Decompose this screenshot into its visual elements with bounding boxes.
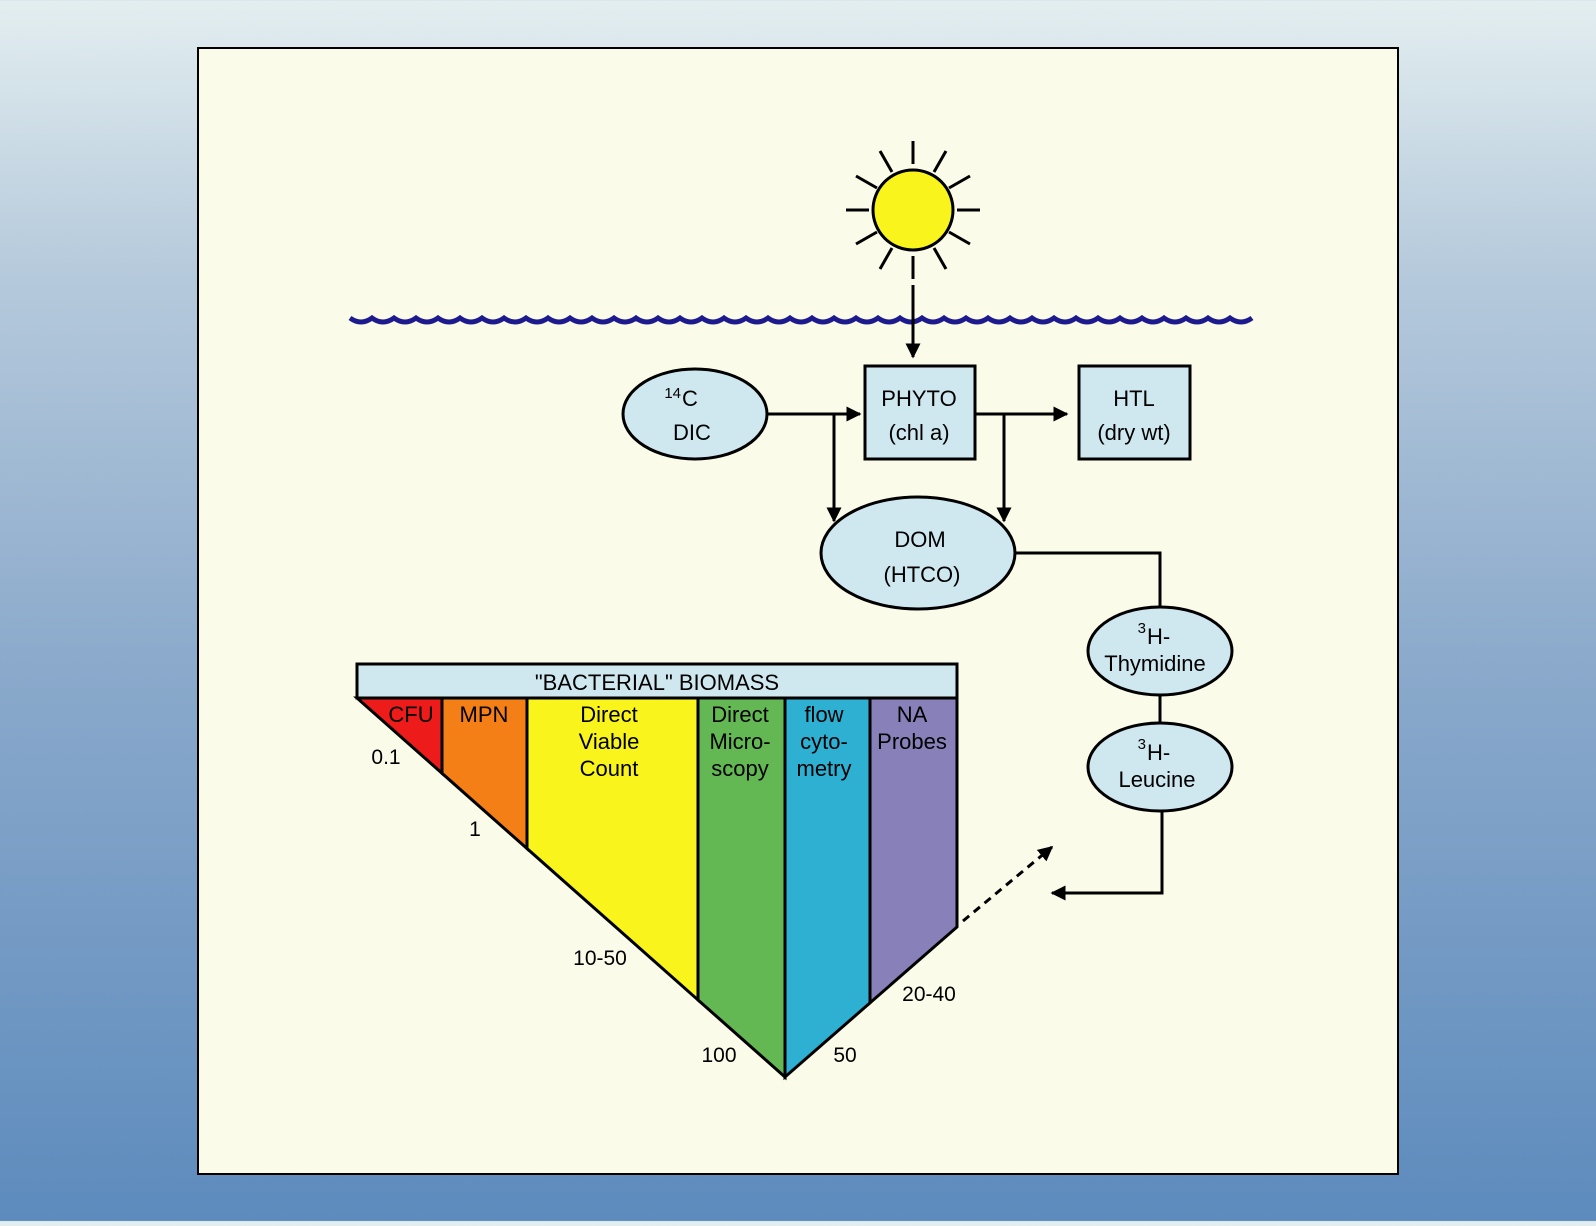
leucine-label-line1: H-	[1147, 740, 1170, 765]
dashed-extension-arrow	[962, 845, 1054, 923]
biomass-method-label: flow	[804, 702, 843, 727]
biomass-scale-label: 20-40	[902, 983, 956, 1006]
node-phyto: PHYTO (chl a)	[863, 364, 977, 461]
arrow-leucine-to-biomass	[1050, 811, 1164, 901]
flow-arrows	[768, 285, 1164, 923]
leucine-superscript: 3	[1138, 736, 1146, 753]
biomass-method-label: scopy	[711, 756, 768, 781]
thymidine-superscript: 3	[1138, 620, 1146, 637]
biomass-scale-label: 1	[469, 818, 481, 841]
phyto-label-line2: (chl a)	[888, 420, 949, 445]
sun-icon	[846, 141, 980, 279]
biomass-method-label: MPN	[460, 702, 509, 727]
node-dic: 14 C DIC	[621, 367, 769, 461]
node-htl: HTL (dry wt)	[1077, 364, 1192, 461]
node-dom: DOM (HTCO)	[819, 495, 1017, 611]
dic-superscript: 14	[664, 385, 681, 402]
dic-label-line2: DIC	[673, 420, 711, 445]
biomass-method-label: Micro-	[709, 729, 770, 754]
biomass-method-label: cyto-	[800, 729, 848, 754]
biomass-method-label: Direct	[711, 702, 768, 727]
dic-label-line1: C	[682, 386, 698, 411]
biomass-title: "BACTERIAL" BIOMASS	[535, 670, 779, 695]
node-leucine: 3 H- Leucine	[1086, 721, 1234, 813]
biomass-title-bar	[355, 662, 959, 700]
biomass-scale-label: 50	[833, 1044, 856, 1067]
biomass-scale-label: 10-50	[573, 947, 627, 970]
thymidine-label-line2: Thymidine	[1104, 651, 1205, 676]
phyto-label-line1: PHYTO	[881, 386, 956, 411]
biomass-scale-label: 0.1	[371, 746, 400, 769]
biomass-method-label: CFU	[388, 702, 433, 727]
leucine-label-line2: Leucine	[1118, 767, 1195, 792]
dom-label-line2: (HTCO)	[884, 562, 961, 587]
htl-label-line2: (dry wt)	[1097, 420, 1170, 445]
htl-label-line1: HTL	[1113, 386, 1155, 411]
biomass-band-6	[868, 696, 959, 1007]
biomass-scale-labels: 0.1 1 10-50 100 50 20-40	[371, 746, 955, 1067]
dom-label-line1: DOM	[894, 527, 945, 552]
water-wave-icon	[348, 314, 1254, 325]
biomass-method-bands	[353, 696, 959, 1081]
line-dom-to-thymidine	[1014, 551, 1162, 606]
thymidine-label-line1: H-	[1147, 624, 1170, 649]
biomass-method-label: metry	[797, 756, 852, 781]
biomass-method-label: Viable	[579, 729, 640, 754]
node-thymidine: 3 H- Thymidine	[1086, 605, 1234, 697]
biomass-method-label: NA	[897, 702, 928, 727]
biomass-method-label: Probes	[877, 729, 947, 754]
biomass-method-label: Count	[580, 756, 639, 781]
biomass-scale-label: 100	[701, 1044, 736, 1067]
biomass-method-label: Direct	[580, 702, 637, 727]
